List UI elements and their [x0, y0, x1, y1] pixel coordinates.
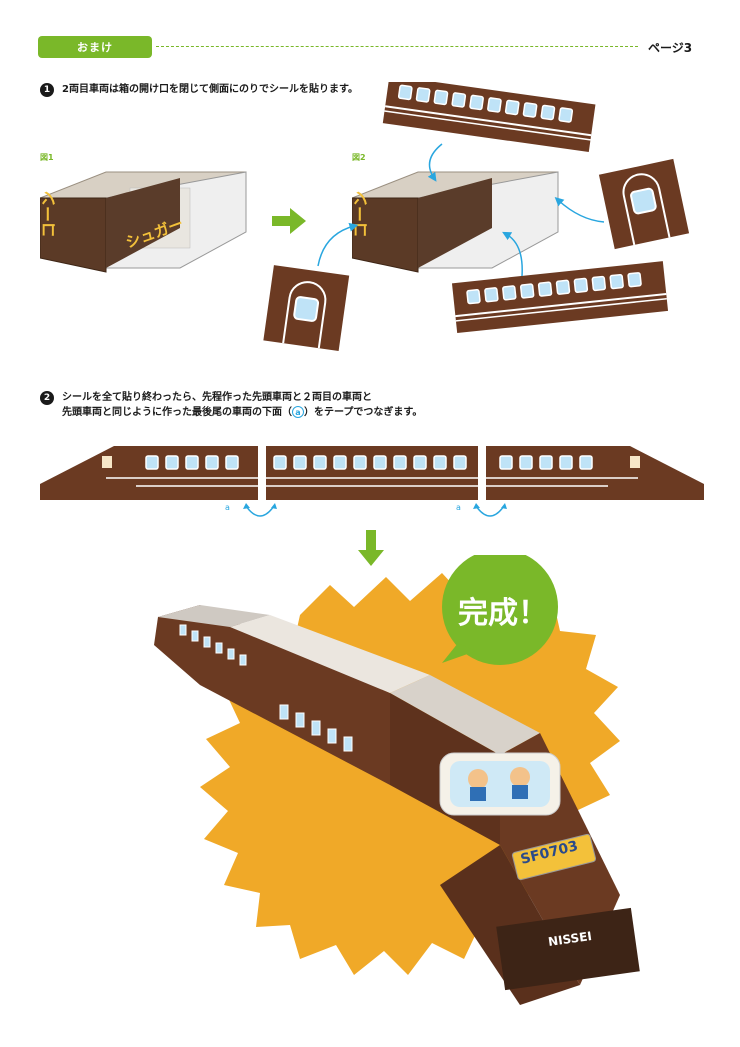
door-sticker-left [263, 265, 350, 351]
arrow-down-icon [358, 530, 384, 566]
arrow-right-icon [272, 208, 306, 234]
step-2: 2 シールを全て貼り終わったら、先程作った先頭車両と２両目の車両と 先頭車両と同… [40, 390, 422, 420]
done-badge-text: 完成！ [458, 596, 548, 631]
step-text: 2両目車両は箱の開け口を閉じて側面にのりでシールを貼ります。 [62, 84, 358, 95]
step-number: 2 [40, 391, 54, 405]
attach-arrows [317, 143, 605, 277]
step-text-line-2a: 先頭車両と同じように作った最後尾の車両の下面（ [62, 407, 292, 418]
cone-box-figure-1: コーン シュガー [40, 171, 247, 273]
header-divider [156, 46, 638, 47]
connector-label-a-2: a [456, 503, 461, 512]
cone-box-figure-2: コーン [352, 171, 559, 273]
page-number: ページ3 [648, 41, 693, 55]
train-strip [40, 446, 704, 500]
step-text-line-2b: ）をテープでつなぎます。 [304, 407, 423, 418]
connector-mark: a [292, 406, 304, 418]
done-badge [442, 555, 558, 665]
step-number: 1 [40, 83, 54, 97]
step-1: 1 2両目車両は箱の開け口を閉じて側面にのりでシールを貼ります。 [40, 82, 358, 97]
door-sticker-right [598, 158, 690, 250]
svg-text:コーン: コーン [40, 191, 58, 238]
finished-train-photo [154, 555, 640, 1005]
connector-label-a-1: a [225, 503, 230, 512]
section-tag: おまけ [38, 36, 152, 58]
side-sticker-top [382, 82, 596, 153]
figure-label-2: 図2 [352, 153, 366, 162]
side-sticker-bottom [451, 261, 669, 334]
step-text: シールを全て貼り終わったら、先程作った先頭車両と２両目の車両と 先頭車両と同じよ… [62, 390, 422, 420]
figure-label-1: 図1 [40, 153, 54, 162]
connector-arrow-1 [243, 503, 277, 517]
connector-arrow-2 [473, 503, 507, 517]
step-text-line-1: シールを全て貼り終わったら、先程作った先頭車両と２両目の車両と [62, 392, 372, 403]
